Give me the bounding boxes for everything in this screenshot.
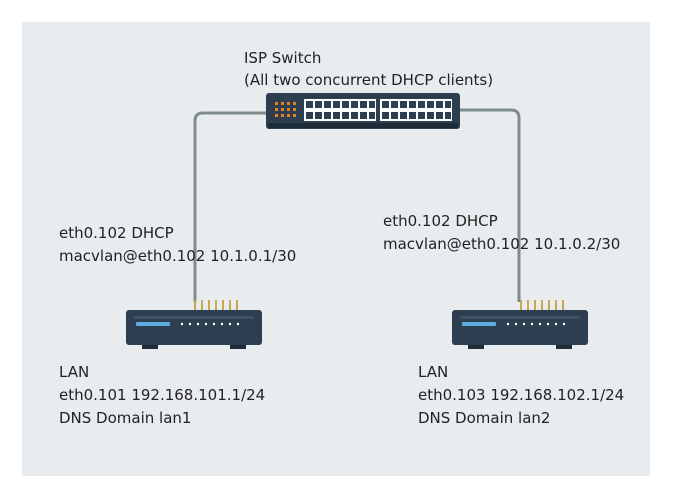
router-left-dns-domain: DNS Domain lan1 bbox=[59, 409, 192, 427]
isp-switch-icon bbox=[266, 93, 460, 129]
router-right-lan-heading: LAN bbox=[418, 363, 449, 381]
router-right-dns-domain: DNS Domain lan2 bbox=[418, 409, 551, 427]
router-left-icon bbox=[126, 300, 262, 349]
router-left-lan-heading: LAN bbox=[59, 363, 90, 381]
cable-right bbox=[456, 108, 521, 302]
router-right-wan-label: eth0.102 DHCP bbox=[383, 212, 498, 230]
isp-switch-title: ISP Switch bbox=[244, 49, 322, 67]
router-right-lan-address: eth0.103 192.168.102.1/24 bbox=[418, 386, 625, 404]
router-left-wan-address: macvlan@eth0.102 10.1.0.1/30 bbox=[59, 247, 297, 265]
router-left-wan-label: eth0.102 DHCP bbox=[59, 224, 174, 242]
router-right-icon bbox=[452, 300, 588, 349]
cable-left bbox=[193, 111, 270, 302]
router-left-lan-address: eth0.101 192.168.101.1/24 bbox=[59, 386, 266, 404]
router-right-wan-address: macvlan@eth0.102 10.1.0.2/30 bbox=[383, 235, 621, 253]
isp-switch-subtitle: (All two concurrent DHCP clients) bbox=[244, 71, 494, 89]
